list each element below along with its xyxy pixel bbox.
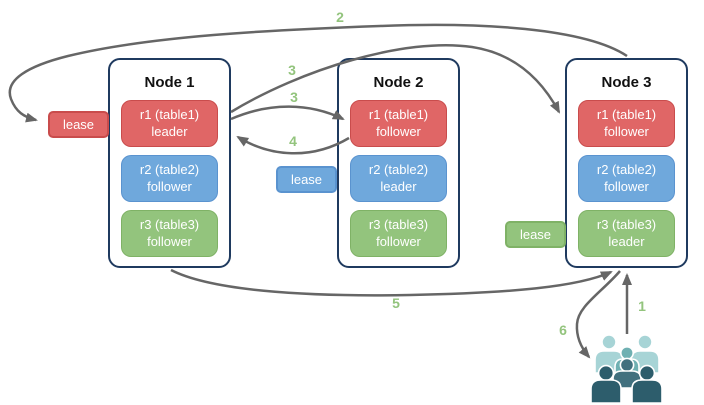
step-label-3b: 3 xyxy=(290,89,298,105)
lease-chip-red: lease xyxy=(48,111,109,138)
node-3-replica-r2: r2 (table2) follower xyxy=(578,155,675,202)
replica-role: leader xyxy=(151,123,188,139)
node-3-replica-r1: r1 (table1) follower xyxy=(578,100,675,147)
replica-range: r2 (table2) xyxy=(139,161,200,177)
step-label-4: 4 xyxy=(289,133,297,149)
arrow-step-6 xyxy=(575,270,621,359)
replica-role: leader xyxy=(380,178,417,194)
step-label-6: 6 xyxy=(559,322,567,338)
replica-range: r2 (table2) xyxy=(368,161,429,177)
replica-role: follower xyxy=(604,123,649,139)
node-1-replica-r2: r2 (table2) follower xyxy=(121,155,218,202)
arrow-step-5 xyxy=(170,268,613,297)
replica-range: r3 (table3) xyxy=(596,216,657,232)
step-label-5: 5 xyxy=(392,295,400,311)
replica-role: follower xyxy=(376,123,421,139)
users-icon xyxy=(590,334,663,404)
node-2: Node 2 r1 (table1) follower r2 (table2) … xyxy=(337,58,460,268)
node-1-replica-r1: r1 (table1) leader xyxy=(121,100,218,147)
replica-role: follower xyxy=(147,233,192,249)
replica-range: r1 (table1) xyxy=(596,106,657,122)
replica-role: leader xyxy=(608,233,645,249)
replica-role: follower xyxy=(604,178,649,194)
step-label-3a: 3 xyxy=(288,62,296,78)
node-1-replica-r3: r3 (table3) follower xyxy=(121,210,218,257)
arrow-step-3-to-node2 xyxy=(230,105,345,121)
node-3-title: Node 3 xyxy=(601,74,652,91)
lease-chip-blue: lease xyxy=(276,166,337,193)
node-2-replica-r3: r3 (table3) follower xyxy=(350,210,447,257)
replica-role: follower xyxy=(376,233,421,249)
replica-range: r3 (table3) xyxy=(368,216,429,232)
replica-range: r1 (table1) xyxy=(139,106,200,122)
replica-range: r3 (table3) xyxy=(139,216,200,232)
node-3: Node 3 r1 (table1) follower r2 (table2) … xyxy=(565,58,688,268)
arrow-step-2 xyxy=(8,23,628,123)
node-2-replica-r1: r1 (table1) follower xyxy=(350,100,447,147)
lease-chip-green: lease xyxy=(505,221,566,248)
step-label-1: 1 xyxy=(638,298,646,314)
node-1-title: Node 1 xyxy=(144,74,195,91)
node-1: Node 1 r1 (table1) leader r2 (table2) fo… xyxy=(108,58,231,268)
replica-range: r2 (table2) xyxy=(596,161,657,177)
replica-range: r1 (table1) xyxy=(368,106,429,122)
step-label-2: 2 xyxy=(336,9,344,25)
replica-role: follower xyxy=(147,178,192,194)
node-2-title: Node 2 xyxy=(373,74,424,91)
node-2-replica-r2: r2 (table2) leader xyxy=(350,155,447,202)
node-3-replica-r3: r3 (table3) leader xyxy=(578,210,675,257)
